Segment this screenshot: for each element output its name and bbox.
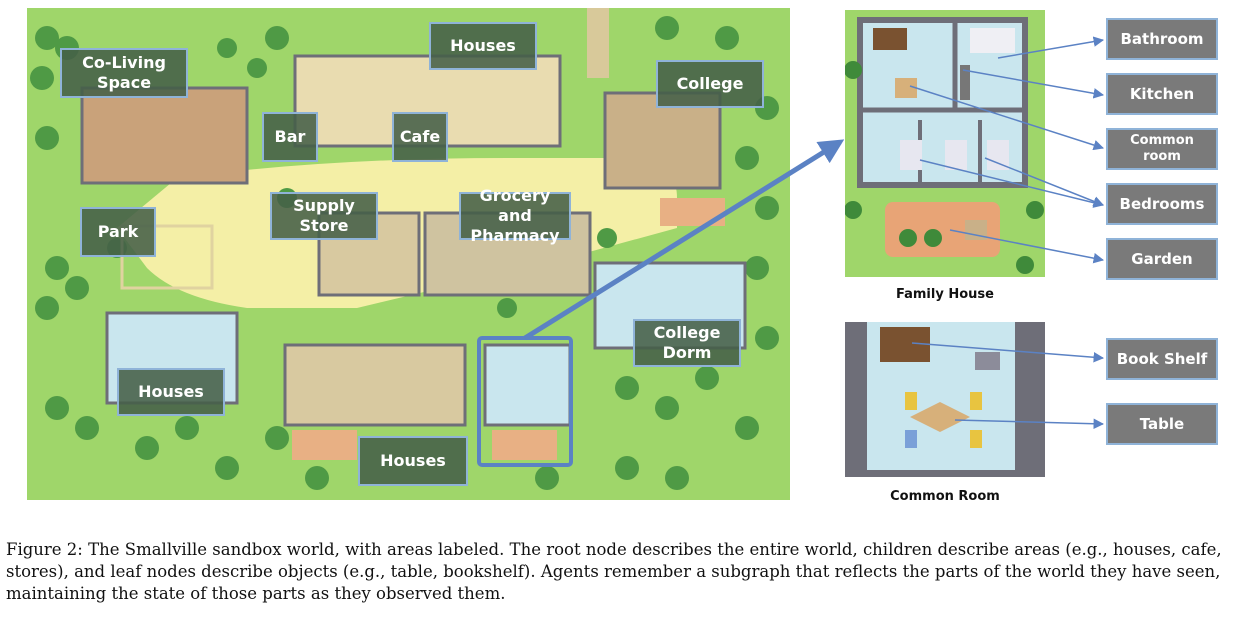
arrow-garden: [949, 229, 1105, 264]
label-co-living-space: Co-Living Space: [60, 48, 188, 98]
caption-prefix: Figure 2:: [6, 540, 83, 559]
family-house-title: Family House: [896, 287, 994, 302]
common-room-illustration: [845, 322, 1045, 477]
label-college-dorm: College Dorm: [633, 319, 741, 367]
caption-text: The Smallville sandbox world, with areas…: [6, 540, 1222, 603]
arrow-bedrooms-1: [919, 159, 1105, 208]
label-supply-store: Supply Store: [270, 192, 378, 240]
arrow-book-shelf: [911, 342, 1105, 363]
arrow-table: [954, 418, 1105, 429]
common-room-panel: [845, 322, 1045, 477]
family-house-illustration: [845, 17, 1044, 274]
leaf-book-shelf: Book Shelf: [1106, 338, 1218, 380]
leaf-garden: Garden: [1106, 238, 1218, 280]
label-college: College: [656, 60, 764, 108]
figure-caption: Figure 2: The Smallville sandbox world, …: [6, 539, 1242, 605]
table-shape: [910, 402, 970, 432]
label-cafe: Cafe: [392, 112, 448, 162]
arrow-common-room: [909, 85, 1104, 151]
common-room-title: Common Room: [890, 489, 1000, 504]
zoom-arrow-family-house: [523, 139, 845, 341]
leaf-common-room: Common room: [1106, 128, 1218, 170]
label-houses-top: Houses: [429, 22, 537, 70]
leaf-bedrooms: Bedrooms: [1106, 183, 1218, 225]
north-road: [587, 8, 609, 78]
arrow-kitchen: [962, 69, 1105, 99]
bookshelf-shape: [873, 28, 907, 50]
label-bar: Bar: [262, 112, 318, 162]
leaf-bathroom: Bathroom: [1106, 18, 1218, 60]
arrow-bedrooms-2: [984, 157, 1104, 207]
family-house-panel: [845, 10, 1045, 277]
label-houses-bottom: Houses: [358, 436, 468, 486]
leaf-kitchen: Kitchen: [1106, 73, 1218, 115]
label-park: Park: [80, 207, 156, 257]
leaf-table: Table: [1106, 403, 1218, 445]
label-houses-left: Houses: [117, 368, 225, 416]
arrow-bathroom: [997, 36, 1105, 59]
